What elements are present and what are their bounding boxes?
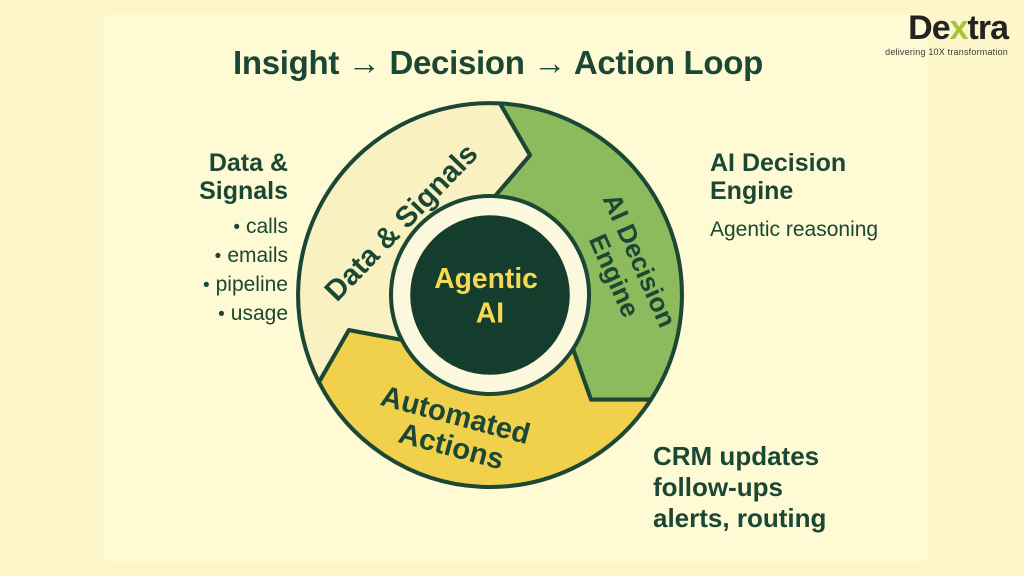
heading-line: Engine [710, 177, 794, 205]
automated-actions-annotation: CRM updates follow-ups alerts, routing [653, 441, 913, 534]
heading-line: AI Decision [710, 149, 847, 177]
annotation-line: follow-ups [653, 472, 783, 502]
logo-suffix: tra [967, 9, 1009, 47]
bullet-icon: • [202, 275, 210, 296]
segment-data-signals [296, 101, 533, 385]
bullet-label: usage [230, 302, 288, 325]
list-item: •pipeline [68, 271, 288, 300]
segment-automated-actions [316, 328, 654, 489]
annotation-line: alerts, routing [653, 503, 827, 533]
bullet-icon: • [218, 304, 225, 325]
data-signals-heading: Data & Signals [68, 149, 288, 205]
page-title: Insight → Decision → Action Loop [232, 44, 763, 81]
center-label-agentic-ai: Agentic AI [434, 262, 546, 328]
bullet-label: emails [227, 244, 288, 267]
list-item: •usage [68, 300, 288, 329]
ai-decision-annotation: AI Decision Engine Agentic reasoning [710, 149, 950, 242]
logo-tagline: delivering 10X transformation [885, 46, 1008, 57]
ai-decision-heading: AI Decision Engine [710, 149, 950, 205]
dextra-logo: Dextra delivering 10X transformation [885, 9, 1009, 57]
heading-line: Signals [199, 177, 288, 205]
list-item: •emails [68, 242, 288, 271]
logo-accent-letter: x [949, 9, 969, 47]
list-item: •calls [68, 213, 288, 242]
data-signals-bullet-list: •calls •emails •pipeline •usage [68, 213, 288, 329]
center-circle [410, 215, 570, 375]
loop-diagram: Data & Signals AI Decision Engine Automa… [296, 101, 684, 489]
annotation-line: CRM updates [653, 441, 820, 471]
bullet-label: pipeline [215, 273, 288, 296]
logo-wordmark: Dextra [885, 9, 1009, 47]
segment-ai-decision-engine [493, 101, 684, 402]
bullet-icon: • [233, 217, 240, 238]
bullet-label: calls [245, 215, 288, 238]
bullet-icon: • [214, 246, 222, 267]
ai-decision-subtext: Agentic reasoning [710, 218, 879, 241]
data-signals-annotation: Data & Signals •calls •emails •pipeline … [68, 149, 288, 329]
logo-prefix: De [908, 9, 950, 47]
heading-line: Data & [208, 149, 288, 177]
